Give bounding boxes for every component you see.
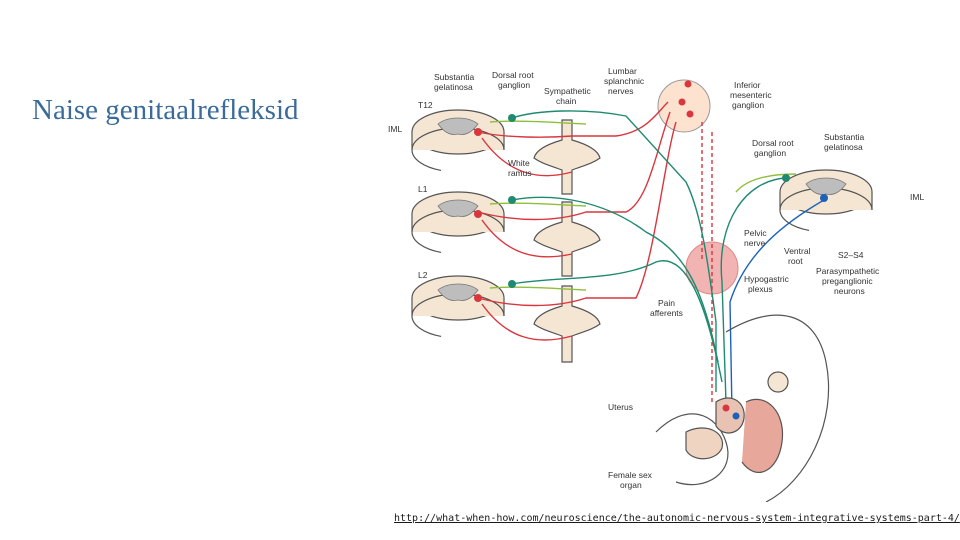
nerve-pathways xyxy=(477,101,825,413)
source-link[interactable]: http://what-when-how.com/neuroscience/th… xyxy=(394,513,960,524)
label-t12: T12 xyxy=(418,100,433,110)
label-iml-left: IML xyxy=(388,124,402,134)
label-l2: L2 xyxy=(418,270,428,280)
inferior-mesenteric-ganglion xyxy=(657,79,711,133)
label-uterus: Uterus xyxy=(608,402,633,412)
label-iml-right: IML xyxy=(910,192,924,202)
sympathetic-chain xyxy=(533,119,601,363)
neuron-cell-bodies xyxy=(474,114,828,302)
slide-title: Naise genitaalrefleksid xyxy=(32,94,299,126)
label-l1: L1 xyxy=(418,184,428,194)
pelvic-neurons xyxy=(722,404,740,420)
label-s2-s4: S2–S4 xyxy=(838,250,864,260)
spinal-cord-l1 xyxy=(411,191,505,255)
spinal-cord-t12 xyxy=(411,109,505,173)
spinal-cord-l2 xyxy=(411,275,505,339)
pelvic-organs xyxy=(655,314,830,502)
ganglion-neurons xyxy=(678,80,694,118)
